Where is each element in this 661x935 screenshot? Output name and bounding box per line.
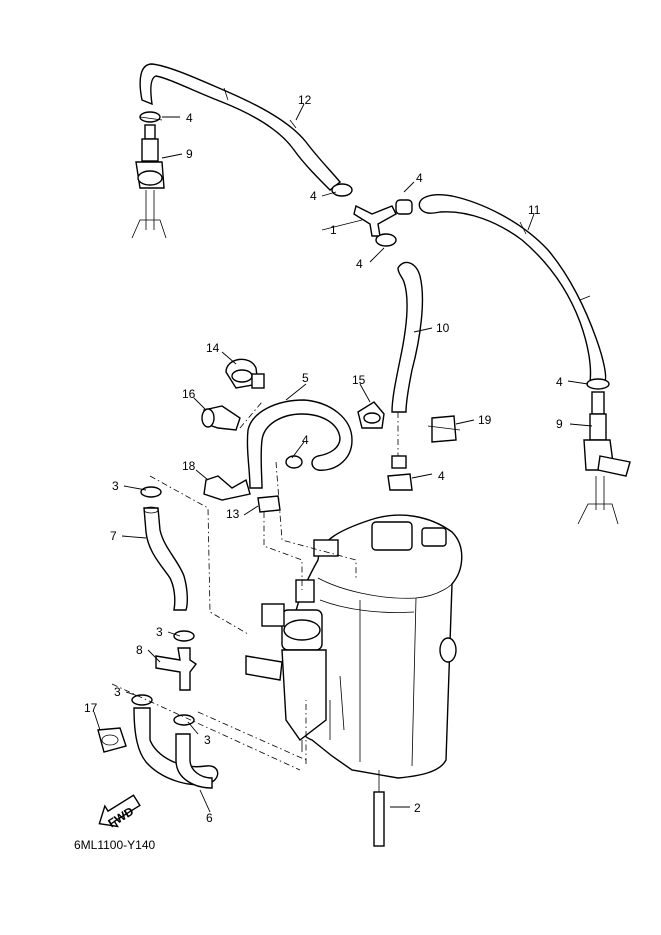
callout-19: 19 bbox=[478, 413, 492, 427]
pressure-sensor-9-left bbox=[131, 124, 167, 239]
hose-clip-4-middle bbox=[285, 455, 303, 469]
callout-3: 3 bbox=[204, 733, 211, 747]
drain-pipe-2 bbox=[373, 770, 385, 847]
clip-13 bbox=[257, 495, 281, 513]
callout-4: 4 bbox=[416, 171, 423, 185]
diagram-code: 6ML1100-Y140 bbox=[74, 838, 156, 852]
callout-8: 8 bbox=[136, 643, 143, 657]
callout-labels: 1 2 3 3 3 3 4 4 4 4 4 4 4 5 6 7 8 9 9 10… bbox=[84, 93, 563, 825]
hose-clip-4-left bbox=[139, 111, 163, 123]
hose-5 bbox=[246, 399, 353, 489]
callout-16: 16 bbox=[182, 387, 196, 401]
hose-clip-3-lower-left bbox=[131, 694, 153, 706]
hose-7 bbox=[140, 486, 189, 611]
hose-10 bbox=[391, 261, 424, 469]
callout-3: 3 bbox=[156, 625, 163, 639]
joint-8 bbox=[155, 647, 198, 691]
fwd-arrow-icon bbox=[98, 794, 141, 828]
callout-13: 13 bbox=[226, 507, 240, 521]
callout-14: 14 bbox=[206, 341, 220, 355]
clip-14 bbox=[225, 358, 265, 389]
callout-4: 4 bbox=[310, 189, 317, 203]
callout-10: 10 bbox=[436, 321, 450, 335]
callout-15: 15 bbox=[352, 373, 366, 387]
callout-3: 3 bbox=[112, 479, 119, 493]
callout-6: 6 bbox=[206, 811, 213, 825]
callout-7: 7 bbox=[110, 529, 117, 543]
hose-11 bbox=[418, 194, 607, 383]
hose-clip-4-lower-right bbox=[387, 473, 413, 491]
callout-3: 3 bbox=[114, 685, 121, 699]
callout-9: 9 bbox=[556, 417, 563, 431]
callout-4: 4 bbox=[356, 257, 363, 271]
callout-4: 4 bbox=[186, 111, 193, 125]
joint-1 bbox=[331, 183, 413, 247]
fuel-pump bbox=[245, 579, 327, 752]
hose-6 bbox=[133, 707, 219, 789]
clip-19 bbox=[427, 415, 461, 443]
hose-clip-4-right bbox=[586, 378, 610, 390]
callout-1: 1 bbox=[330, 223, 337, 237]
callout-2: 2 bbox=[414, 801, 421, 815]
leader-lines bbox=[93, 103, 593, 813]
callout-4: 4 bbox=[556, 375, 563, 389]
hose-clip-3-upper bbox=[173, 630, 195, 642]
callout-11: 11 bbox=[528, 203, 541, 217]
clip-15 bbox=[357, 401, 385, 429]
clip-17 bbox=[97, 727, 127, 753]
callout-17: 17 bbox=[84, 701, 98, 715]
callout-4: 4 bbox=[302, 433, 309, 447]
callout-5: 5 bbox=[302, 371, 309, 385]
callout-12: 12 bbox=[298, 93, 312, 107]
pressure-sensor-9-right bbox=[577, 391, 631, 525]
callout-18: 18 bbox=[182, 459, 196, 473]
fitting-16 bbox=[201, 405, 241, 431]
hose-12 bbox=[139, 63, 341, 191]
vapor-separator-body bbox=[291, 514, 463, 779]
clip-18 bbox=[203, 475, 251, 501]
callout-9: 9 bbox=[186, 147, 193, 161]
assembly-lines bbox=[111, 401, 357, 771]
callout-4: 4 bbox=[438, 469, 445, 483]
